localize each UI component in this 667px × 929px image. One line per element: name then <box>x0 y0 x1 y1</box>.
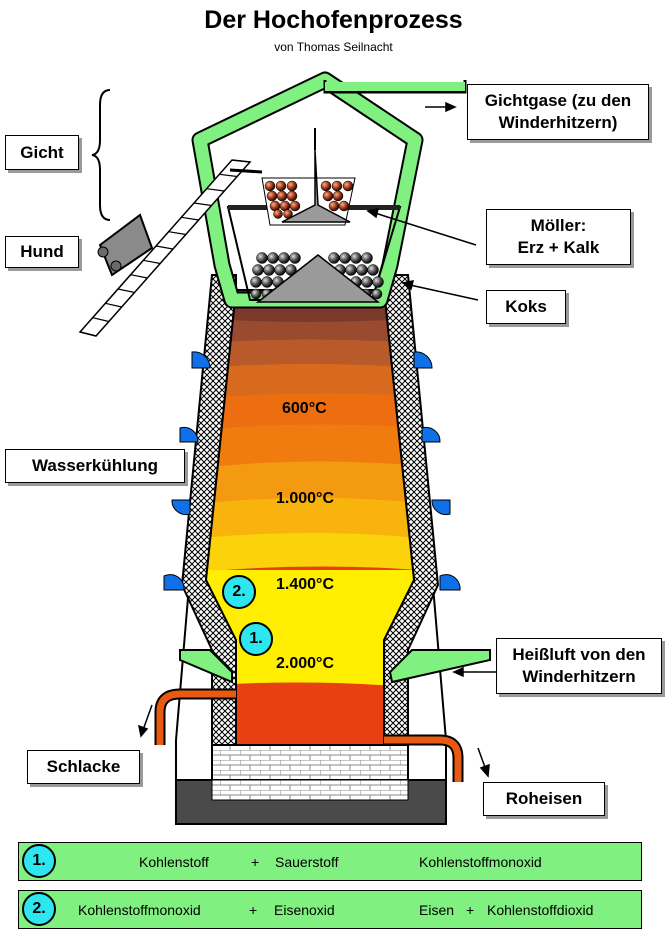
ore-pellet <box>338 200 350 212</box>
label-koks: Koks <box>486 290 566 324</box>
equation-2-reactant-a: Kohlenstoffmonoxid <box>78 902 201 918</box>
coke-pellet <box>256 252 268 264</box>
rail-tie <box>105 302 122 308</box>
ore-pellet <box>328 200 340 212</box>
rail-tie <box>155 245 174 250</box>
rail-tie <box>117 288 135 294</box>
ore-pellet <box>286 190 298 202</box>
gas-outlet-pipe <box>325 82 465 91</box>
ore-pellet <box>322 190 334 202</box>
temp-1400: 1.400°C <box>276 576 334 593</box>
label-heissluft-line2: Winderhitzern <box>522 667 636 686</box>
ore-pellet <box>289 200 301 212</box>
coke-cone <box>255 254 381 303</box>
ore-pellet <box>273 209 283 219</box>
ore-pellet <box>264 180 276 192</box>
coke-pellet <box>263 264 275 276</box>
coke-pellet <box>356 264 368 276</box>
rail-tie <box>181 216 199 221</box>
coke-pellet <box>261 276 273 288</box>
coke-pellet <box>252 264 264 276</box>
slag-outlet-pipe <box>156 690 236 745</box>
rail-tie <box>92 317 109 323</box>
label-wasserkuehlung: Wasserkühlung <box>5 449 185 483</box>
label-arrows <box>137 101 520 778</box>
iron-outlet-pipe <box>384 736 462 782</box>
temp-1000: 1.000°C <box>276 490 334 507</box>
equation-1-product: Kohlenstoffmonoxid <box>419 854 542 870</box>
label-schlacke: Schlacke <box>27 750 140 784</box>
tuyere-left <box>179 649 233 684</box>
ore-pellet <box>332 190 344 202</box>
coke-pellet <box>361 276 373 288</box>
rail-tie <box>231 159 251 163</box>
label-heissluft: Heißluft von den Winderhitzern <box>496 638 662 694</box>
cooling-segments-left <box>163 351 211 591</box>
marker-reaction-1: 1. <box>239 622 273 656</box>
gicht-brace <box>91 89 111 221</box>
rail-tie <box>168 231 186 236</box>
equation-2-number: 2. <box>22 892 56 926</box>
skip-hoist <box>78 159 263 337</box>
ore-pellet <box>266 190 278 202</box>
equation-row-2: 2. Kohlenstoffmonoxid + Eisenoxid Eisen … <box>18 890 642 929</box>
ore-pellet <box>286 180 298 192</box>
label-heissluft-line1: Heißluft von den <box>512 645 646 664</box>
label-moeller: Möller: Erz + Kalk <box>486 209 631 265</box>
label-gichtgase-line2: Winderhitzern) <box>498 113 618 132</box>
temp-600: 600°C <box>282 400 327 417</box>
coke-pellet <box>367 264 379 276</box>
coke-pellet <box>274 264 286 276</box>
ore-pellet <box>276 190 288 202</box>
coke-pellet <box>328 252 340 264</box>
coke-pellet <box>278 252 290 264</box>
equation-1-plus: + <box>251 854 260 870</box>
coke-pellet <box>361 252 373 264</box>
equation-row-1: 1. Kohlenstoff + Sauerstoff Kohlenstoffm… <box>18 842 642 881</box>
coke-pellet <box>250 276 262 288</box>
equation-2-plus: + <box>249 902 258 918</box>
label-moeller-line2: Erz + Kalk <box>517 238 600 257</box>
tuyere-right <box>388 649 491 684</box>
coke-pellet <box>267 252 279 264</box>
page-subtitle: von Thomas Seilnacht <box>274 40 393 54</box>
equation-1-reactant-b: Sauerstoff <box>275 854 339 870</box>
rail-tie <box>193 202 212 207</box>
equation-2-reactant-b: Eisenoxid <box>274 902 335 918</box>
coke-pellet <box>371 288 383 300</box>
equation-2-plus-2: + <box>466 902 475 918</box>
label-gicht: Gicht <box>5 135 79 170</box>
equation-2-product: Eisen <box>419 902 455 918</box>
label-gichtgase-line1: Gichtgase (zu den <box>484 91 632 110</box>
marker-reaction-2: 2. <box>222 575 256 609</box>
page-title: Der Hochofenprozess <box>204 6 463 34</box>
rail-tie <box>143 259 161 265</box>
coke-pellet <box>289 252 301 264</box>
equation-2-product-2: Kohlenstoffdioxid <box>487 902 594 918</box>
label-gichtgase: Gichtgase (zu den Winderhitzern) <box>467 84 649 140</box>
temp-2000: 2.000°C <box>276 655 334 672</box>
ore-pellet <box>342 180 354 192</box>
ore-pellet <box>275 180 287 192</box>
label-roheisen: Roheisen <box>483 782 605 816</box>
rail-tie <box>130 274 148 279</box>
cooling-segments-right <box>413 351 461 591</box>
rail-tie <box>79 331 97 337</box>
hoist-rail-ties <box>79 159 251 337</box>
label-hund: Hund <box>5 236 79 268</box>
rail-tie <box>219 173 238 178</box>
equation-1-reactant-a: Kohlenstoff <box>139 854 209 870</box>
equation-1-number: 1. <box>22 844 56 878</box>
coke-pellet <box>339 252 351 264</box>
coke-pellet <box>345 264 357 276</box>
ore-pellet <box>320 180 332 192</box>
ore-pellet <box>331 180 343 192</box>
coke-pellet <box>372 276 384 288</box>
coke-pellet <box>350 252 362 264</box>
rail-tie <box>206 188 225 192</box>
label-moeller-line1: Möller: <box>530 216 587 235</box>
coke-pellet <box>250 288 262 300</box>
